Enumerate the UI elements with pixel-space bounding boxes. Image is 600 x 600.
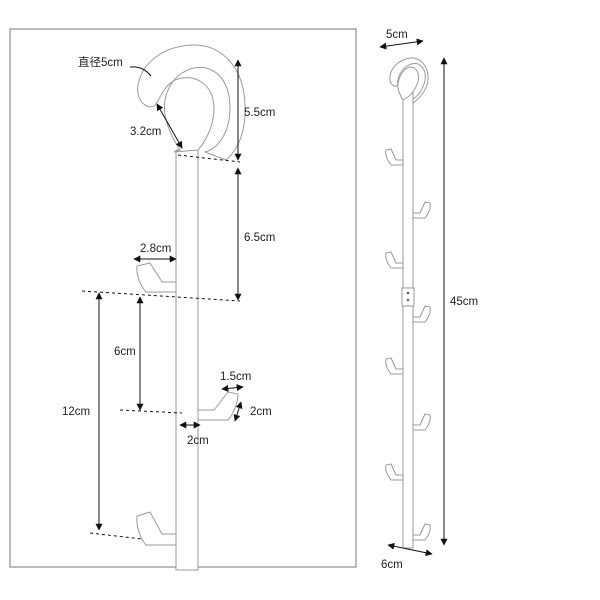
full-hook-2 [412, 201, 431, 219]
ring-width-label: 3.2cm [130, 126, 161, 138]
top-width-label: 5cm [386, 29, 408, 41]
hook-upper-left [136, 262, 177, 293]
full-product-drawing [385, 57, 431, 549]
hook-lower-left [136, 511, 177, 546]
full-connector [401, 287, 415, 307]
full-hook-8 [412, 523, 431, 541]
full-hook-7 [385, 463, 404, 481]
full-hook-3 [385, 251, 404, 269]
full-hook-5 [385, 357, 404, 375]
full-bar [402, 75, 414, 549]
ring-diameter-label: 直径5cm [78, 55, 123, 69]
hook-length-label: 2.8cm [140, 243, 171, 255]
bar-width-label: 2cm [187, 435, 209, 447]
detail-product-drawing [136, 44, 246, 571]
ring-to-hook-label: 6.5cm [244, 232, 275, 244]
hook-tip-width-label: 1.5cm [220, 371, 251, 383]
full-ring [389, 57, 429, 104]
full-hook-6 [412, 413, 431, 431]
ring-width-arrow [156, 103, 183, 149]
detail-dimensions: 直径5cm 3.2cm 5.5cm 6.5cm 2.8cm 6cm 12cm 1… [62, 55, 275, 540]
hook-tip-height-arrow [233, 401, 243, 422]
bottom-width-label: 6cm [381, 559, 403, 571]
bottom-width-arrow [387, 542, 433, 557]
full-hook-1 [385, 148, 404, 166]
full-hook-4 [412, 305, 431, 323]
ring-height-label: 5.5cm [244, 107, 275, 119]
hanger-bar [175, 149, 199, 571]
top-width-arrow [379, 38, 424, 50]
total-height-label: 45cm [450, 296, 478, 308]
hook-tip-width-arrow [221, 384, 244, 392]
hanger-ring [137, 44, 246, 161]
full-dimensions: 5cm 45cm 6cm [379, 29, 478, 571]
hook-spacing-double-label: 12cm [62, 406, 90, 418]
hook-tip-height-label: 2cm [250, 406, 272, 418]
hook-spacing-label: 6cm [114, 346, 136, 358]
